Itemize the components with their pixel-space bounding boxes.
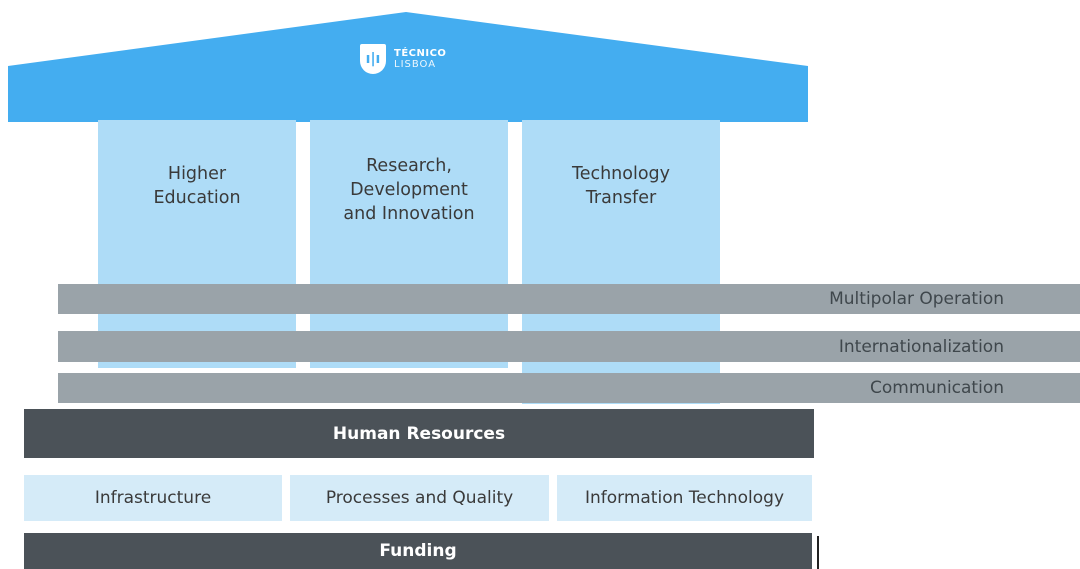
logo-text: TÉCNICO LISBOA <box>394 48 446 70</box>
support-label: Infrastructure <box>94 488 212 508</box>
band-label: Internationalization <box>838 336 1004 357</box>
logo-mark-glyph: ı|ı <box>365 51 381 67</box>
human-resources-bar: Human Resources <box>24 409 814 458</box>
human-resources-label: Human Resources <box>332 423 506 444</box>
pillar-higher-education: Higher Education <box>98 120 296 368</box>
band-multipolar-operation: Multipolar Operation <box>58 284 1080 314</box>
pillar-research-development-innovation: Research, Development and Innovation <box>310 120 508 368</box>
pillar-label: Research, Development and Innovation <box>343 156 475 224</box>
tecnico-lisboa-logo: ı|ı TÉCNICO LISBOA <box>360 44 446 74</box>
band-communication: Communication <box>58 373 1080 403</box>
shield-icon: ı|ı <box>360 44 386 74</box>
pillar-label: Higher Education <box>153 164 241 208</box>
logo-line-2: LISBOA <box>394 59 437 70</box>
roof-shape <box>8 12 808 122</box>
funding-label: Funding <box>379 541 457 561</box>
support-infrastructure: Infrastructure <box>24 475 282 521</box>
support-information-technology: Information Technology <box>557 475 812 521</box>
pillar-label: Technology Transfer <box>571 164 671 208</box>
roof <box>8 12 808 122</box>
band-internationalization: Internationalization <box>58 331 1080 362</box>
band-label: Communication <box>870 378 1004 398</box>
support-label: Information Technology <box>584 488 785 508</box>
support-label: Processes and Quality <box>325 488 514 508</box>
funding-bar: Funding <box>24 533 812 569</box>
band-label: Multipolar Operation <box>829 289 1004 309</box>
logo-line-1: TÉCNICO <box>394 48 447 59</box>
divider-line <box>817 536 819 569</box>
support-processes-quality: Processes and Quality <box>290 475 549 521</box>
